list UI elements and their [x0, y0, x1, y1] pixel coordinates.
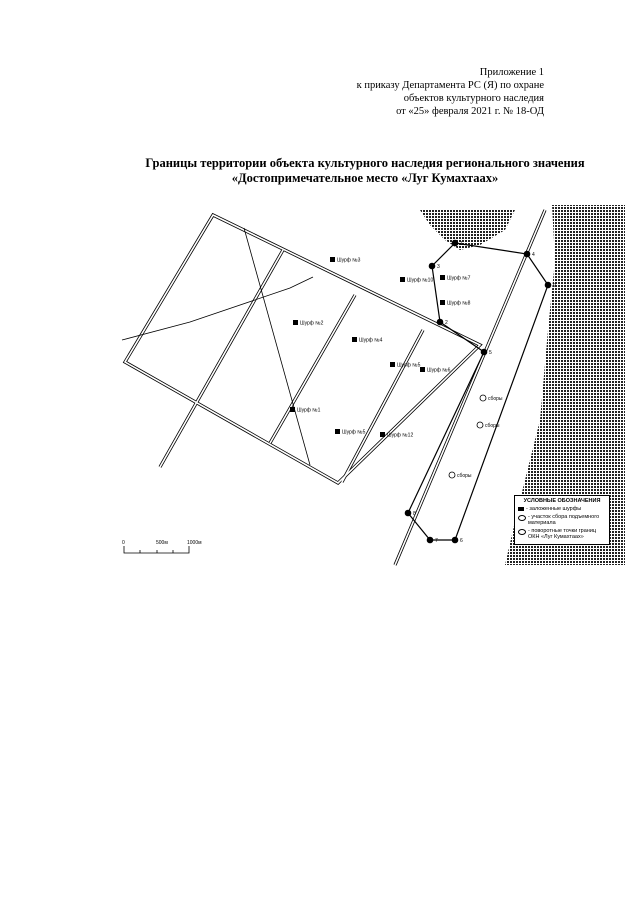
scale-label: 500м	[156, 540, 168, 546]
pit-marker	[290, 407, 295, 412]
heritage-boundary	[407, 242, 549, 541]
scale-label: 0	[122, 540, 125, 546]
point-label: 5	[489, 350, 492, 356]
legend-item: - участок сбора подъемного материала	[528, 514, 600, 526]
legend-item: - поворотные точки границ ОКН «Луг Кумах…	[528, 528, 597, 540]
point-label: 3	[437, 264, 440, 270]
pit-label: Шурф №6	[427, 368, 451, 374]
pit-label: Шурф №2	[300, 321, 324, 327]
lake	[420, 210, 515, 250]
pit-label: Шурф №10	[407, 278, 433, 284]
point-label: 6	[460, 538, 463, 544]
pit-marker	[380, 432, 385, 437]
pit-marker	[390, 362, 395, 367]
point-label: 1	[460, 241, 463, 247]
appendix-line: от «25» февраля 2021 г. № 18-ОД	[396, 106, 544, 117]
pit-label: Шурф №4	[359, 338, 383, 344]
pit-label: Шурф №3	[337, 258, 361, 264]
find-site-marker	[476, 421, 484, 429]
pit-label: Шурф №12	[387, 433, 413, 439]
legend-row: - поворотные точки границ ОКН «Луг Кумах…	[518, 528, 606, 540]
find-site-marker	[479, 394, 487, 402]
boundary-point-marker	[544, 281, 552, 289]
pit-label: Шурф №8	[447, 301, 471, 307]
pit-label: Шурф №5	[342, 430, 366, 436]
find-label: сборы	[488, 396, 503, 402]
appendix-line: Приложение 1	[479, 67, 544, 78]
boundary-point-marker	[428, 262, 436, 270]
boundary-point-marker	[451, 536, 459, 544]
appendix-line: к приказу Департамента РС (Я) по охране	[356, 80, 544, 91]
boundary-point-marker	[404, 509, 412, 517]
legend-title: УСЛОВНЫЕ ОБОЗНАЧЕНИЯ	[523, 498, 601, 504]
find-site-marker	[448, 471, 456, 479]
point-label: 4	[532, 252, 535, 258]
boundary-point-marker	[436, 318, 444, 326]
boundary-point-marker	[480, 348, 488, 356]
pit-marker	[440, 275, 445, 280]
field-roads	[122, 209, 547, 566]
boundary-point-marker	[426, 536, 434, 544]
pit-marker	[330, 257, 335, 262]
pit-label: Шурф №1	[297, 408, 321, 414]
document-title: Границы территории объекта культурного н…	[0, 156, 640, 186]
point-label: 2	[445, 320, 448, 326]
point-label: 9	[553, 283, 556, 289]
boundary-point-marker	[451, 239, 459, 247]
pit-marker	[420, 367, 425, 372]
marker-pin-icon	[518, 528, 526, 535]
river	[505, 205, 625, 565]
pit-marker	[440, 300, 445, 305]
pit-label: Шурф №5	[397, 363, 421, 369]
scale-bar	[123, 546, 190, 554]
paths	[121, 227, 314, 466]
legend-row: - участок сбора подъемного материала	[518, 514, 606, 526]
title-line: «Достопримечательное место «Луг Кумахтаа…	[231, 171, 499, 185]
find-label: сборы	[457, 473, 472, 479]
pit-marker	[352, 337, 357, 342]
pit-marker	[335, 429, 340, 434]
pit-label: Шурф №7	[447, 276, 471, 282]
point-label: 8	[413, 511, 416, 517]
title-line: Границы территории объекта культурного н…	[145, 156, 585, 170]
pit-marker	[400, 277, 405, 282]
legend-item: - заложенные шурфы	[526, 506, 582, 512]
boundary-point-marker	[523, 250, 531, 258]
pit-square-icon	[518, 507, 524, 511]
legend: УСЛОВНЫЕ ОБОЗНАЧЕНИЯ - заложенные шурфы …	[514, 495, 610, 545]
scale-label: 1000м	[187, 540, 202, 546]
point-label: 7	[435, 538, 438, 544]
pit-marker	[293, 320, 298, 325]
find-circle-icon	[518, 514, 526, 521]
appendix-note: Приложение 1 к приказу Департамента РС (…	[357, 66, 544, 118]
find-label: сборы	[485, 423, 500, 429]
appendix-line: объектов культурного наследия	[403, 93, 544, 104]
legend-row: - заложенные шурфы	[518, 506, 606, 512]
